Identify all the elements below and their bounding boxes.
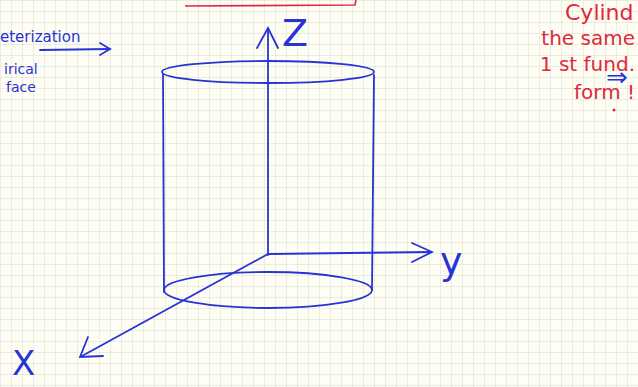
note-text: Cylind — [565, 2, 634, 24]
axis-label: Z — [282, 14, 308, 52]
y-axis — [268, 252, 430, 254]
z-axis — [267, 30, 269, 255]
cylinder-side — [163, 74, 164, 292]
note-text: the same — [541, 28, 635, 48]
x-axis — [82, 254, 268, 356]
note-text: face — [6, 80, 36, 94]
arrow-line — [40, 49, 110, 50]
cylinder — [40, 28, 432, 357]
implies-symbol: ⇒ — [606, 64, 628, 90]
cylinder-side — [372, 75, 374, 290]
red-box-edge — [185, 0, 356, 6]
bottom-ellipse — [164, 272, 372, 308]
z-arrowhead — [257, 28, 278, 48]
y-arrowhead — [412, 243, 432, 262]
x-arrowhead — [80, 337, 103, 357]
axis-label: X — [12, 346, 35, 380]
note-text: irical — [4, 62, 38, 76]
note-text: eterization — [0, 30, 80, 45]
axis-label: y — [440, 242, 463, 280]
arrow-head — [100, 43, 110, 55]
red-dot — [613, 109, 616, 112]
